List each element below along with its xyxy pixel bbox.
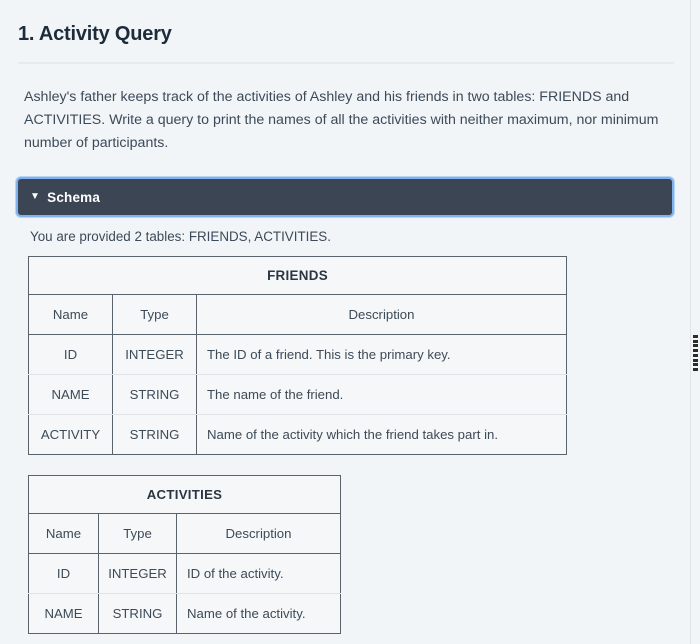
table-caption-row: ACTIVITIES <box>27 475 342 514</box>
cell-type: INTEGER <box>112 334 197 375</box>
panel-divider <box>690 0 700 644</box>
table-header-row: Name Type Description <box>28 513 342 554</box>
table-row: ID INTEGER ID of the activity. <box>28 553 342 594</box>
cell-description: Name of the activity which the friend ta… <box>195 414 568 455</box>
resize-grip-dot <box>692 339 698 343</box>
column-header-name: Name <box>28 513 99 554</box>
schema-tables-note: You are provided 2 tables: FRIENDS, ACTI… <box>30 229 331 244</box>
schema-table-activities: ACTIVITIES Name Type Description ID INTE… <box>27 475 342 634</box>
cell-type: INTEGER <box>98 553 177 594</box>
cell-name: NAME <box>28 593 99 634</box>
cell-description: ID of the activity. <box>175 553 342 594</box>
resize-grip-dot <box>692 353 698 357</box>
column-header-type: Type <box>112 294 197 335</box>
cell-name: ACTIVITY <box>28 414 113 455</box>
schema-table-friends: FRIENDS Name Type Description ID INTEGER… <box>27 256 568 455</box>
cell-type: STRING <box>112 414 197 455</box>
table-row: ACTIVITY STRING Name of the activity whi… <box>28 414 568 455</box>
cell-description: The ID of a friend. This is the primary … <box>195 334 568 375</box>
table-row: NAME STRING Name of the activity. <box>28 593 342 634</box>
cell-name: NAME <box>28 374 113 415</box>
cell-description: The name of the friend. <box>195 374 568 415</box>
chevron-down-icon: ▼ <box>30 191 41 202</box>
cell-name: ID <box>28 334 113 375</box>
resize-grip-dot <box>692 344 698 348</box>
cell-name: ID <box>28 553 99 594</box>
resize-grip-dot <box>692 367 698 371</box>
problem-prompt-text: Ashley's father keeps track of the activ… <box>24 89 659 151</box>
column-header-type: Type <box>98 513 177 554</box>
page-title: 1. Activity Query <box>18 23 172 45</box>
resize-grip-dot <box>692 335 698 338</box>
title-divider <box>18 62 674 64</box>
resize-grip-dot <box>692 358 698 362</box>
table-row: ID INTEGER The ID of a friend. This is t… <box>28 334 568 375</box>
table-row: NAME STRING The name of the friend. <box>28 374 568 415</box>
schema-accordion-label: Schema <box>47 189 101 205</box>
column-header-description: Description <box>175 513 342 554</box>
cell-description: Name of the activity. <box>175 593 342 634</box>
table-header-row: Name Type Description <box>28 294 568 335</box>
table-caption: FRIENDS <box>27 256 568 295</box>
cell-type: STRING <box>112 374 197 415</box>
panel-resize-handle[interactable] <box>691 334 699 372</box>
table-caption-row: FRIENDS <box>27 256 568 295</box>
resize-grip-dot <box>692 363 698 367</box>
column-header-description: Description <box>195 294 568 335</box>
resize-grip-dot <box>692 349 698 353</box>
column-header-name: Name <box>28 294 113 335</box>
schema-accordion-header[interactable]: ▼ Schema <box>18 179 672 215</box>
table-caption: ACTIVITIES <box>27 475 342 514</box>
cell-type: STRING <box>98 593 177 634</box>
